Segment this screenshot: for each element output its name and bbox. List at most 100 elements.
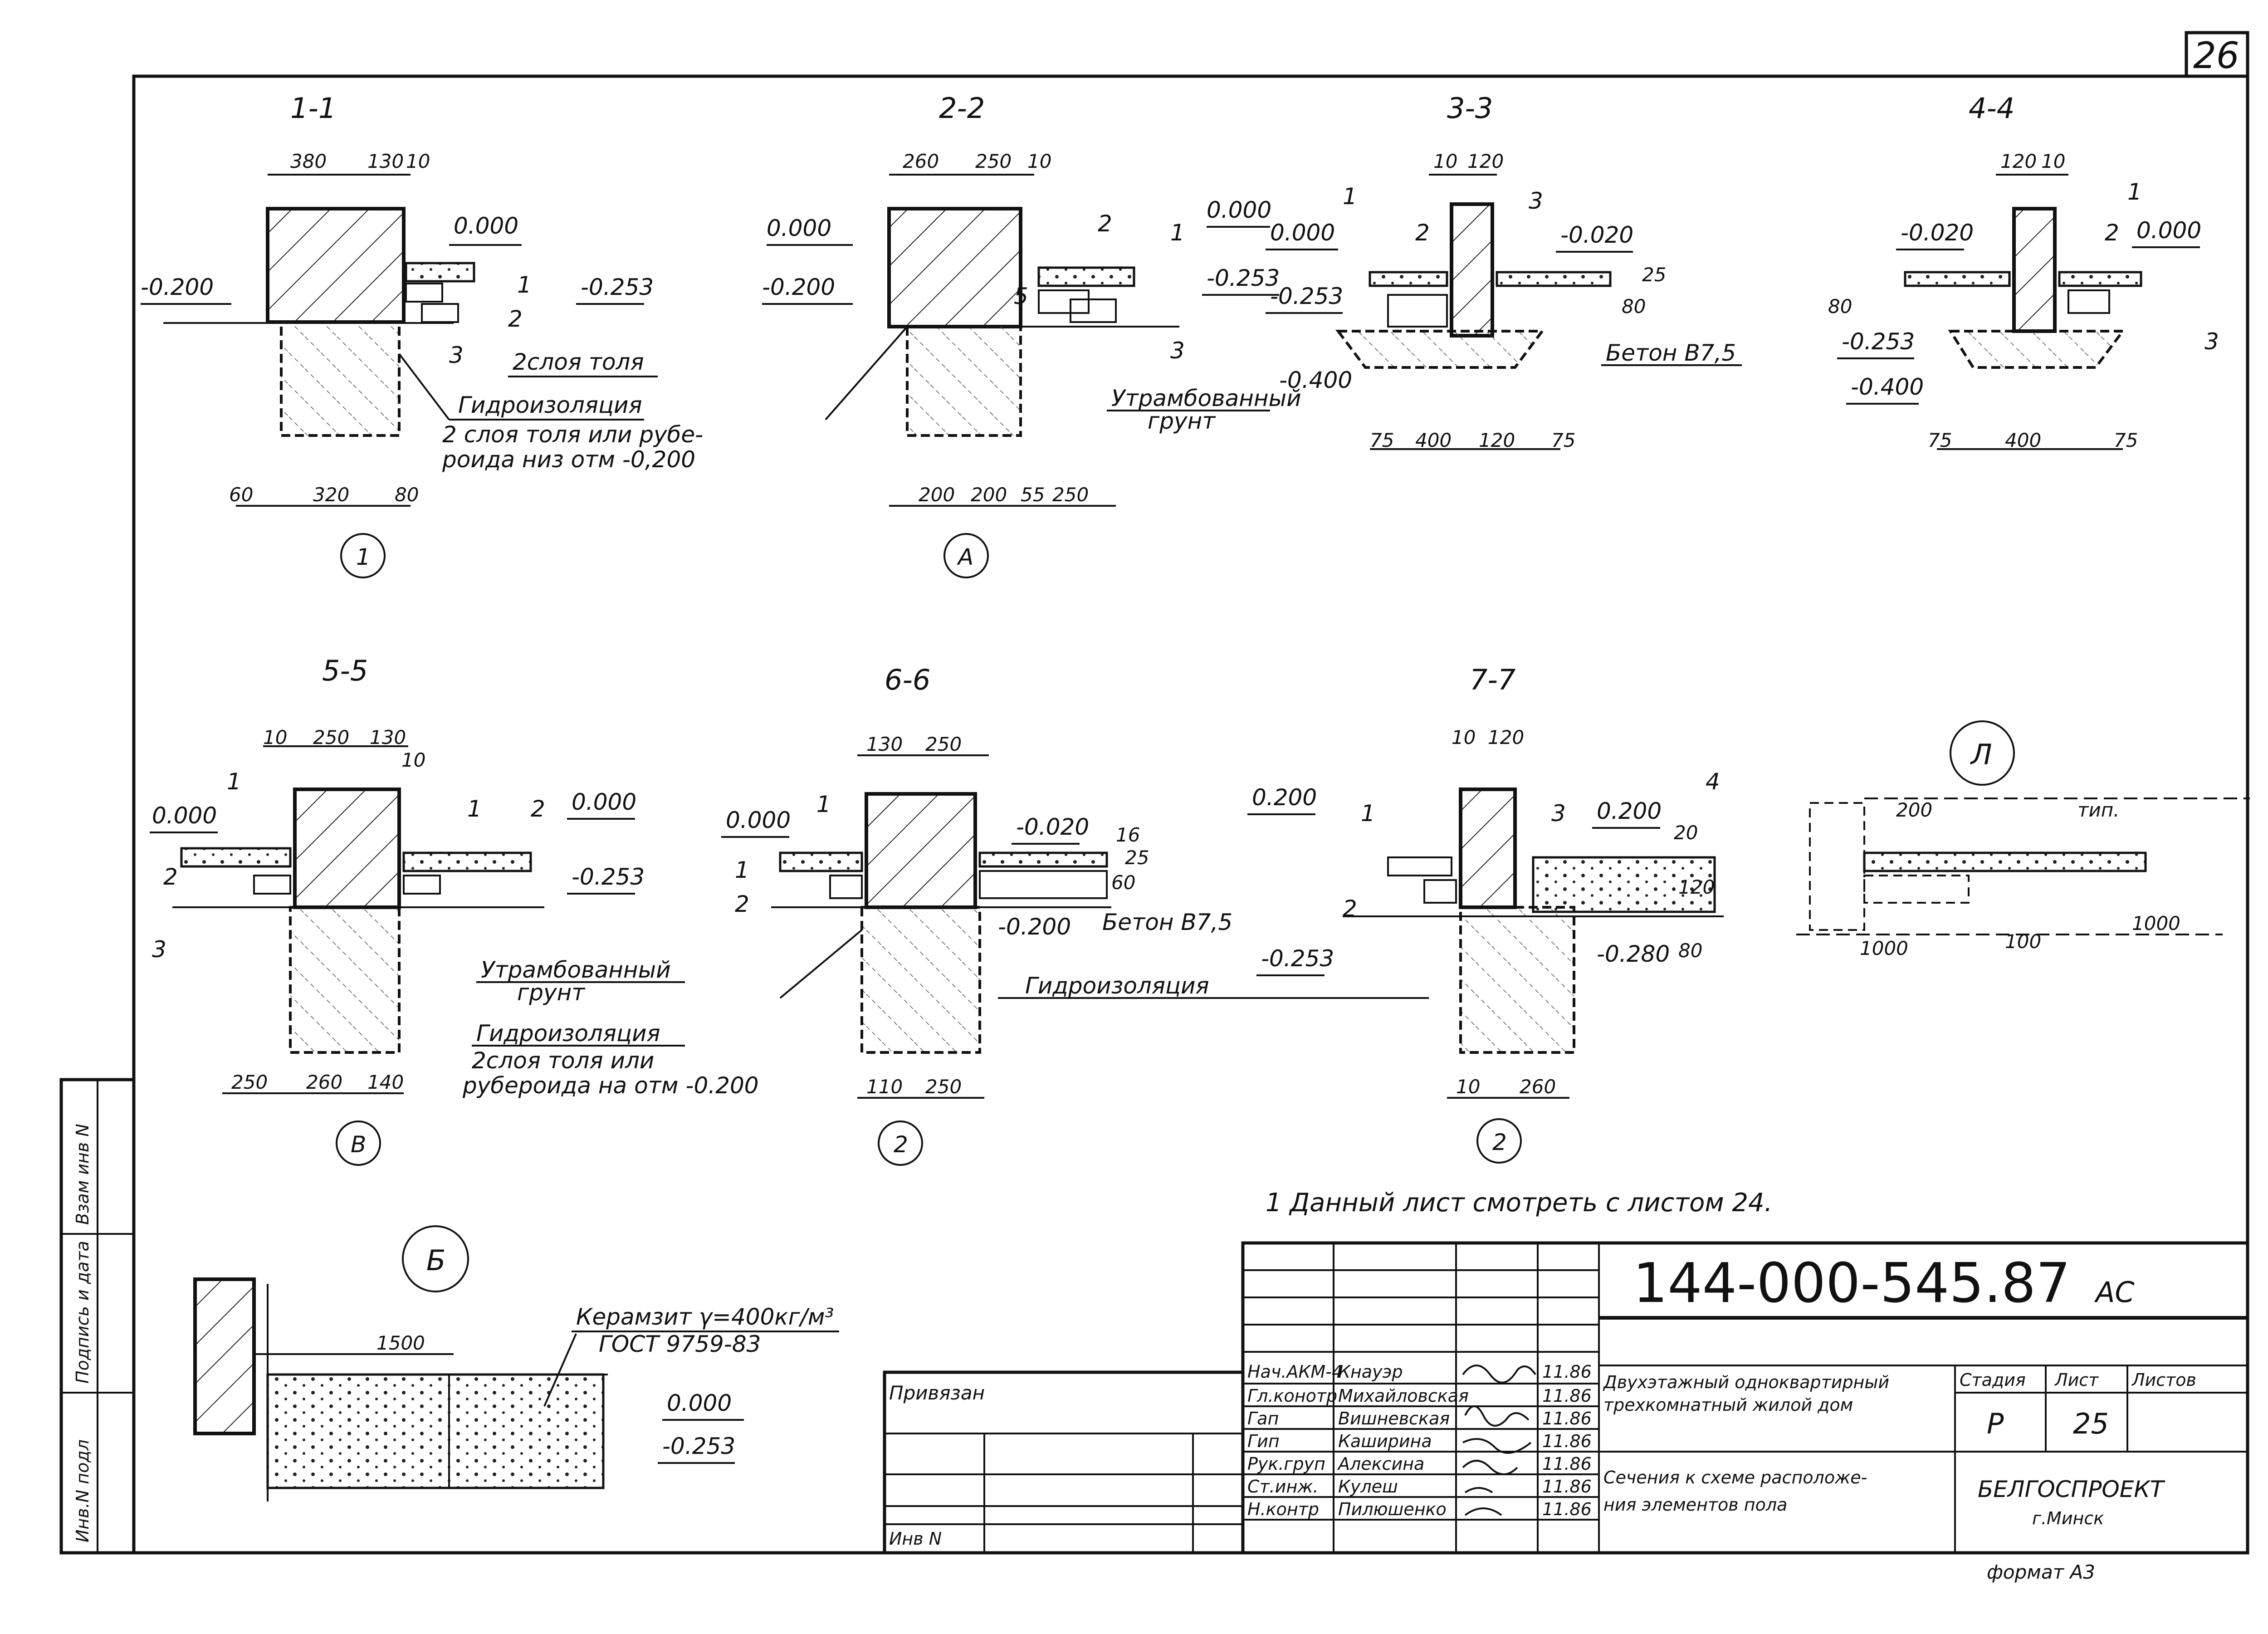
callout: грунт [1148, 408, 1216, 434]
dim-label: 260 [1520, 1076, 1556, 1098]
staff-role: Н.контр [1247, 1499, 1319, 1519]
detail-label: 1000 [1860, 937, 1908, 959]
dim-label: 130 [370, 726, 406, 749]
dim-label: 25 [1642, 264, 1666, 286]
mark: -0.253 [572, 864, 645, 890]
doc-number: 144-000-545.87 [1633, 1252, 2071, 1315]
callout: Гидроизоляция [1025, 973, 1209, 999]
strip-podpis: Подпись и дата [73, 1241, 93, 1384]
stage-value: Р [1987, 1407, 2004, 1440]
dim-label: 110 [866, 1076, 903, 1098]
mark: -0.200 [998, 914, 1071, 940]
staff-date: 11.86 [1542, 1386, 1592, 1406]
callout: Гидроизоляция [458, 392, 642, 418]
callout: 5 [1014, 283, 1028, 309]
dim-label: 140 [367, 1071, 404, 1093]
stage-label: Стадия [1960, 1370, 2026, 1390]
callout: 1 [1170, 220, 1185, 246]
detail-label: 100 [2005, 930, 2041, 953]
callout: 1 [1343, 183, 1357, 210]
callout: 2 слоя толя или рубе- [442, 421, 703, 448]
callout: 1 [467, 796, 482, 822]
dim-label: 80 [395, 484, 419, 506]
dim-label: 120 [1678, 876, 1715, 898]
callout: 2 [1415, 220, 1430, 246]
mark: 0.000 [726, 807, 791, 833]
dim-label: 10 [1027, 150, 1051, 172]
callout: 1 [735, 857, 749, 883]
section-title: 1-1 [290, 92, 336, 125]
axis-marker: 2 [1492, 1129, 1507, 1155]
dim-label: 10 [263, 726, 287, 749]
mark: -0.400 [1851, 374, 1924, 400]
format-label: формат А3 [1987, 1561, 2095, 1583]
strip-vzam: Взам инв N [73, 1124, 93, 1225]
callout: 2 [1343, 895, 1357, 922]
dim-label: 1500 [376, 1332, 425, 1354]
staff-role: Рук.груп [1247, 1454, 1325, 1474]
sheet-label: Лист [2054, 1370, 2099, 1390]
doc-suffix: АС [2094, 1276, 2135, 1309]
section-title: 4-4 [1969, 92, 2014, 125]
axis-marker: 2 [894, 1131, 908, 1158]
dim-label: 260 [903, 150, 939, 172]
dim-label: 250 [1052, 484, 1089, 506]
sheet-title-line1: Сечения к схеме расположе- [1603, 1468, 1867, 1487]
dim-label: 80 [1622, 295, 1646, 318]
mark: -0.020 [1016, 814, 1089, 840]
section-2-2: 2-2 260 250 10 0.000 -0.200 -0.253 -0.40… [762, 92, 1352, 578]
staff-role: Нач.АКМ-4 [1247, 1362, 1343, 1382]
mark: 0.200 [1252, 784, 1317, 811]
callout: Утрамбованный [1111, 385, 1301, 411]
dim-label: 250 [231, 1071, 268, 1093]
dim-label: 80 [1678, 939, 1702, 962]
privyazan-label: Привязан [889, 1382, 985, 1404]
org-city: г.Минск [2032, 1508, 2104, 1528]
callout: 3 [2204, 328, 2219, 355]
staff-date: 11.86 [1542, 1477, 1592, 1497]
callout: 3 [449, 342, 464, 368]
section-5-5: 5-5 10 250 130 10 0.000 0.000 -0.253 1 2… [150, 654, 759, 1166]
detail-title: Б [426, 1244, 446, 1277]
sheet-note: 1 Данный лист смотреть с листом 24. [1266, 1188, 1772, 1218]
project-title-line1: Двухэтажный одноквартирный [1603, 1372, 1889, 1392]
mark: 0.000 [454, 213, 518, 239]
dim-label: 250 [313, 726, 349, 749]
axis-marker: A [957, 544, 973, 570]
detail-B: Б 1500 Керамзит γ=400кг/м³ ГОСТ 9759-83 … [193, 1225, 839, 1502]
callout: 2 [2105, 220, 2119, 246]
section-3-3: 3-3 10 120 0.000 0.000 -0.020 -0.253 1 2… [1207, 92, 1742, 451]
project-title-line2: трехкомнатный жилой дом [1603, 1395, 1853, 1415]
staff-date: 11.86 [1542, 1362, 1592, 1382]
mark: -0.253 [1842, 328, 1915, 355]
dim-label: 320 [313, 484, 349, 506]
detail-L: Л 200 тип. 1000 100 1000 [1796, 720, 2250, 959]
callout: Гидроизоляция [476, 1020, 660, 1047]
signature [1462, 1365, 1536, 1384]
dim-label: 200 [971, 484, 1007, 506]
callout: Бетон В7,5 [1102, 909, 1232, 935]
callout: 1 [227, 768, 241, 795]
staff-role: Ст.инж. [1247, 1477, 1319, 1497]
dim-label: 400 [2005, 429, 2041, 451]
callout: 3 [1551, 800, 1566, 827]
mark: -0.253 [1207, 265, 1280, 291]
dim-label: 250 [925, 733, 962, 755]
sheet-number: 26 [2193, 34, 2239, 77]
detail-title: Л [1970, 738, 1992, 771]
callout: 4 [1706, 768, 1720, 795]
section-title: 3-3 [1447, 92, 1493, 125]
dim-label: 10 [1452, 726, 1476, 749]
callout: 2 [531, 796, 545, 822]
dim-label: 55 [1021, 484, 1045, 506]
dim-label: 10 [1433, 150, 1457, 172]
signature [1464, 1405, 1530, 1427]
callout: 1 [2127, 179, 2142, 205]
sheet-number-box [2185, 31, 2249, 78]
callout: рубероида на отм -0.200 [462, 1072, 759, 1099]
staff-date: 11.86 [1542, 1431, 1592, 1451]
mark: 0.000 [572, 789, 636, 815]
dim-label: 120 [1479, 429, 1515, 451]
dim-label: 10 [2041, 150, 2065, 172]
